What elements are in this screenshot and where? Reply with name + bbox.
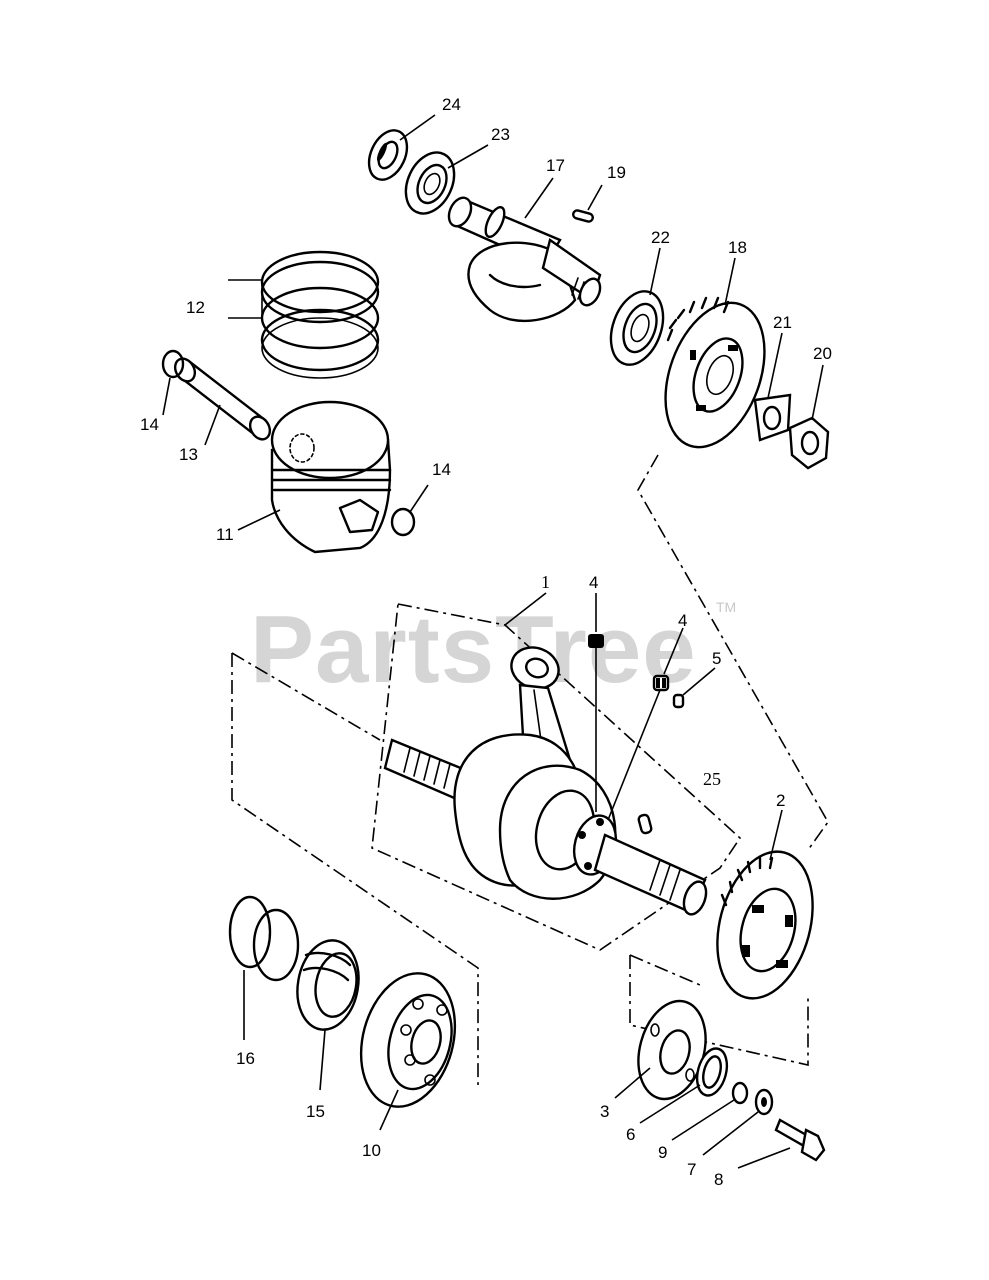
callout-7: 7 bbox=[687, 1160, 696, 1179]
bearing-22 bbox=[609, 290, 665, 366]
o-ring-9 bbox=[731, 1081, 749, 1105]
bearing-23 bbox=[404, 151, 456, 215]
left-bearing-group-outline bbox=[231, 653, 479, 1085]
shim-16-b bbox=[252, 908, 300, 982]
callout-23: 23 bbox=[491, 125, 510, 144]
piston-assembly bbox=[161, 250, 416, 554]
seal-15 bbox=[296, 939, 360, 1031]
callout-19: 19 bbox=[607, 163, 626, 182]
callout-5: 5 bbox=[712, 649, 721, 668]
callout-25: 25 bbox=[703, 769, 721, 789]
callout-22: 22 bbox=[651, 228, 670, 247]
callout-21: 21 bbox=[773, 313, 792, 332]
callout-14-left: 14 bbox=[140, 415, 159, 434]
callout-20: 20 bbox=[813, 344, 832, 363]
circlip-14-right bbox=[390, 507, 416, 537]
circlip-14-left bbox=[161, 349, 185, 379]
callout-3: 3 bbox=[600, 1102, 609, 1121]
callout-14-right: 14 bbox=[432, 460, 451, 479]
callout-17: 17 bbox=[546, 156, 565, 175]
callout-16: 16 bbox=[236, 1049, 255, 1068]
watermark-tm: TM bbox=[716, 599, 736, 615]
callout-1: 1 bbox=[541, 572, 550, 592]
callout-6: 6 bbox=[626, 1125, 635, 1144]
callout-2: 2 bbox=[776, 791, 785, 810]
right-gear-group-outline bbox=[629, 955, 809, 1066]
gear-18 bbox=[664, 296, 766, 449]
piston-11 bbox=[270, 400, 392, 554]
balancer-shaft-17 bbox=[447, 196, 602, 323]
pin-5 bbox=[672, 693, 685, 709]
needle-bearing-4-upper bbox=[588, 634, 604, 648]
callout-8: 8 bbox=[714, 1170, 723, 1189]
oil-seal-24 bbox=[367, 129, 409, 181]
crankshaft-assembly bbox=[383, 634, 708, 916]
woodruff-key-25 bbox=[637, 813, 653, 835]
piston-pin-13 bbox=[173, 357, 272, 441]
callout-9: 9 bbox=[658, 1143, 667, 1162]
gear-2 bbox=[716, 850, 814, 1000]
callout-18: 18 bbox=[728, 238, 747, 257]
main-bearing-group bbox=[228, 895, 457, 1108]
balancer-assembly bbox=[367, 129, 830, 470]
callout-15: 15 bbox=[306, 1102, 325, 1121]
cam-plate-3 bbox=[637, 999, 707, 1101]
callout-24: 24 bbox=[442, 95, 461, 114]
leader-lines bbox=[162, 114, 824, 1169]
gear-link-outline bbox=[637, 454, 829, 851]
piston-rings-12 bbox=[228, 250, 380, 379]
lock-washer-21 bbox=[753, 393, 792, 442]
callout-4-lower: 4 bbox=[678, 611, 687, 630]
primary-gear-assembly bbox=[637, 850, 826, 1162]
callouts: 24 23 17 19 22 18 21 20 12 14 13 14 11 1… bbox=[140, 95, 832, 1189]
bolt-8 bbox=[774, 1118, 826, 1162]
callout-12: 12 bbox=[186, 298, 205, 317]
key-19 bbox=[572, 209, 594, 223]
watermark-text: PartsTree bbox=[250, 596, 697, 703]
nut-20 bbox=[788, 416, 830, 470]
callout-13: 13 bbox=[179, 445, 198, 464]
watermark: PartsTree TM bbox=[250, 596, 736, 703]
callout-10: 10 bbox=[362, 1141, 381, 1160]
bearing-10 bbox=[359, 972, 457, 1108]
callout-11: 11 bbox=[216, 525, 234, 544]
callout-4-upper: 4 bbox=[589, 573, 598, 592]
shim-16-a bbox=[228, 895, 272, 969]
